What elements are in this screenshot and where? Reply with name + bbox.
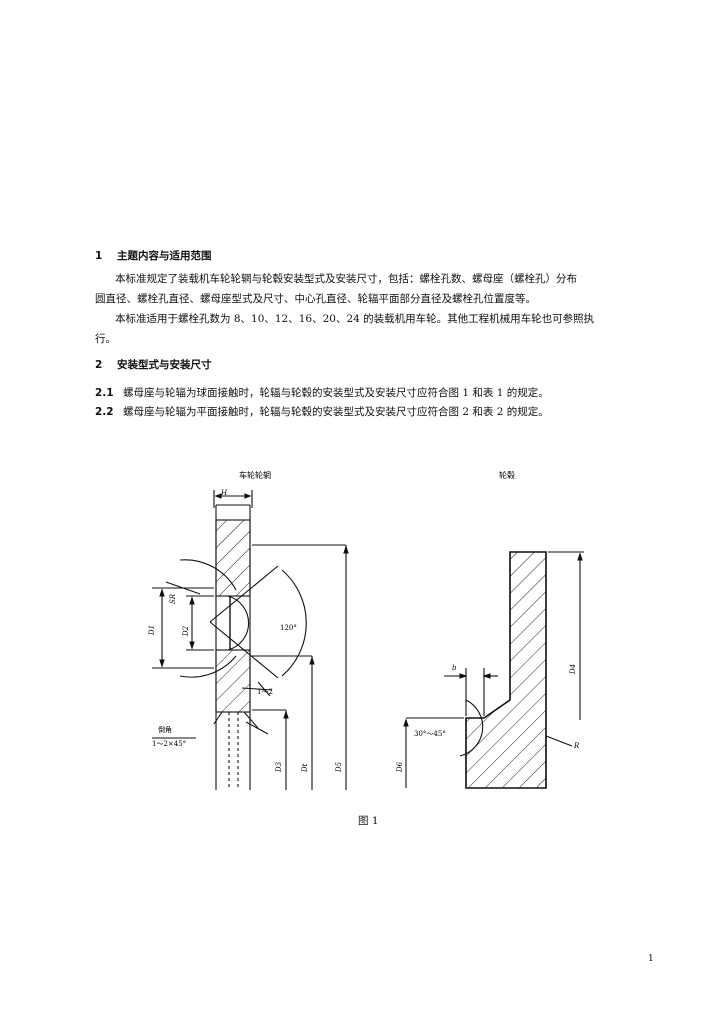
clause-2-2-number: 2.2	[95, 406, 114, 418]
clause-2-1: 2.1 螺母座与轮辐为球面接触时，轮辐与轮毂的安装型式及安装尺寸应符合图 1 和表…	[95, 386, 549, 400]
chamfer-spec: 1～2×45°	[152, 740, 186, 748]
clause-2-1-number: 2.1	[95, 387, 114, 399]
label-angle-120: 120°	[280, 624, 297, 632]
label-1-2: 1～2	[257, 688, 273, 696]
section-2-heading: 2 安装型式与安装尺寸	[95, 358, 212, 372]
label-angle-30-45: 30°～45°	[414, 730, 446, 738]
section-1-para-2-line-1: 本标准适用于螺栓孔数为 8、10、12、16、20、24 的装载机用车轮。其他工…	[115, 313, 595, 325]
label-b: b	[452, 664, 457, 672]
label-D1: D1	[148, 625, 156, 636]
label-H: H	[220, 489, 228, 497]
label-D2: D2	[182, 625, 190, 637]
section-1-para-1-line-2: 圆直径、螺栓孔直径、螺母座型式及尺寸、中心孔直径、轮辐平面部分直径及螺栓孔位置度…	[95, 293, 536, 305]
section-2-number: 2	[95, 359, 103, 371]
section-1-para-2-line-2: 行。	[95, 333, 116, 345]
section-1-para-1-line-1: 本标准规定了装载机车轮轮辋与轮毂安装型式及安装尺寸，包括：螺栓孔数、螺母座（螺栓…	[115, 273, 577, 285]
label-R: R	[573, 742, 580, 750]
chamfer-title: 倒角	[158, 725, 172, 734]
label-D6: D6	[396, 761, 404, 773]
hub-section	[403, 551, 584, 789]
section-1-title: 主题内容与适用范围	[117, 250, 212, 262]
clause-2-2: 2.2 螺母座与轮辐为平面接触时，轮辐与轮毂的安装型式及安装尺寸应符合图 2 和表…	[95, 405, 549, 419]
label-D5: D5	[335, 761, 343, 773]
section-2-title: 安装型式与安装尺寸	[117, 359, 212, 371]
figure-caption: 图 1	[358, 815, 379, 827]
page-number: 1	[648, 954, 654, 964]
wheel-disc-section	[152, 490, 349, 790]
clause-2-2-text: 螺母座与轮辐为平面接触时，轮辐与轮毂的安装型式及安装尺寸应符合图 2 和表 2 …	[123, 406, 549, 418]
label-D3: D3	[275, 761, 283, 773]
section-1-heading: 1 主题内容与适用范围	[95, 249, 212, 263]
label-SR: SR	[169, 593, 177, 604]
clause-2-1-text: 螺母座与轮辐为球面接触时，轮辐与轮毂的安装型式及安装尺寸应符合图 1 和表 1 …	[123, 387, 549, 399]
label-Dt: Dt	[301, 763, 309, 773]
label-D4: D4	[569, 664, 577, 675]
left-figure-title: 车轮轮辋	[239, 470, 271, 480]
section-1-number: 1	[95, 250, 103, 262]
right-figure-title: 轮毂	[499, 470, 515, 480]
